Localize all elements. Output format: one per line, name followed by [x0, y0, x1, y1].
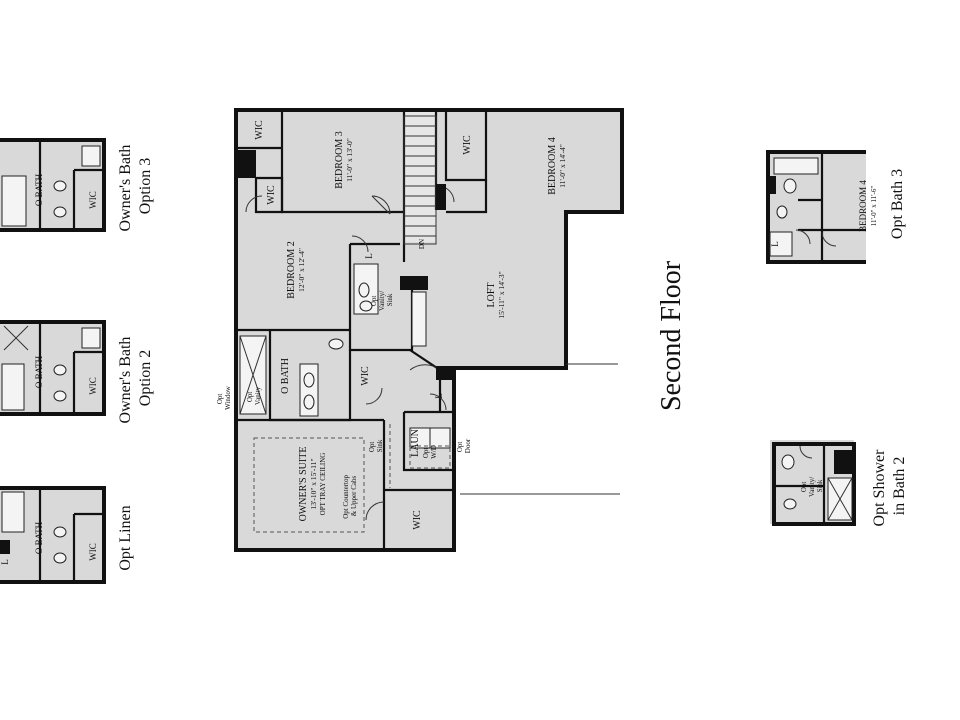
linen-label-2: L	[364, 253, 374, 259]
laundry-label: LAUN	[410, 429, 421, 457]
inset-caption: Opt Bath 3	[889, 169, 906, 239]
bedroom4-label: BEDROOM 4	[547, 137, 558, 195]
owners-suite-dims: 13'-10" x 15'-11"	[309, 458, 318, 509]
linen-label: L	[434, 393, 444, 399]
wic-label-bed3: WIC	[254, 120, 265, 140]
floor-title: Second Floor	[656, 260, 687, 411]
wic-label-owners-2: WIC	[412, 510, 423, 530]
opt-sink-label: Opt Sink	[368, 439, 384, 452]
owners-bath-label: O BATH	[34, 355, 44, 388]
bedroom4-dims: 11'-0" x 14'-4"	[558, 144, 567, 188]
opt-vanity-label: Opt Vanity	[246, 386, 262, 405]
owners-suite-note: OPT TRAY CEILING	[319, 453, 327, 516]
wic-label: WIC	[88, 377, 98, 395]
opt-window-label: Opt Window	[216, 385, 232, 410]
wic-label-bed2: WIC	[266, 185, 277, 205]
bedroom2-label: BEDROOM 2	[286, 241, 297, 299]
owners-bath-label: O BATH	[280, 358, 291, 394]
inset-caption: Owner's Bath Option 2	[117, 333, 154, 424]
wic-label: WIC	[88, 543, 98, 561]
inset-room-dims: 11'-0" x 11'-6"	[870, 186, 878, 227]
bedroom3-dims: 11'-0" x 13'-0"	[345, 138, 354, 182]
inset-room-label: BEDROOM 4	[858, 180, 868, 232]
wic-label-bed4: WIC	[462, 135, 473, 155]
opt-vanity-sink-label: Opt Vanity/ Sink	[800, 475, 824, 497]
linen-label: L	[0, 559, 10, 565]
inset-owners-bath-option-3: O BATH WIC Owner's Bath Option 3	[0, 138, 154, 232]
opt-door-label: Opt Door	[456, 438, 472, 453]
loft-label: LOFT	[486, 283, 497, 308]
inset-caption: Opt Linen	[117, 505, 134, 570]
inset-opt-shower-bath-2: Opt Vanity/ Sink Opt Shower in Bath 2	[770, 440, 908, 526]
inset-opt-linen: O BATH WIC L Opt Linen	[0, 486, 134, 584]
opt-vanity-sink-label: Opt Vanity/ Sink	[370, 289, 394, 311]
bedroom3-label: BEDROOM 3	[334, 131, 345, 189]
bedroom2-dims: 12'-0" x 12'-4"	[297, 248, 306, 292]
owners-bath-label: O BATH	[34, 521, 44, 554]
inset-caption: Owner's Bath Option 3	[117, 141, 154, 232]
wic-label-owners: WIC	[360, 366, 371, 386]
opt-countertop-label: Opt Countertop & Upper Cabs	[342, 473, 358, 519]
loft-dims: 15'-11" x 14'-3"	[497, 271, 506, 318]
inset-owners-bath-option-2: O BATH WIC Owner's Bath Option 2	[0, 320, 154, 424]
wic-label: WIC	[88, 191, 98, 209]
opt-wd-label: Opt W/D	[422, 445, 438, 459]
main-floor-plan: BEDROOM 3 11'-0" x 13'-0" BEDROOM 4 11'-…	[216, 108, 624, 552]
owners-suite-label: OWNER'S SUITE	[298, 447, 309, 522]
owners-bath-label: O BATH	[34, 173, 44, 206]
stair-down-label: DN	[418, 239, 426, 249]
inset-caption: Opt Shower in Bath 2	[871, 446, 908, 527]
exterior-wall	[234, 108, 624, 552]
staircase	[403, 115, 437, 245]
linen-label: L	[770, 241, 780, 247]
inset-opt-bath-3: L BEDROOM 4 11'-0" x 11'-6" Opt Bath 3	[766, 150, 906, 264]
